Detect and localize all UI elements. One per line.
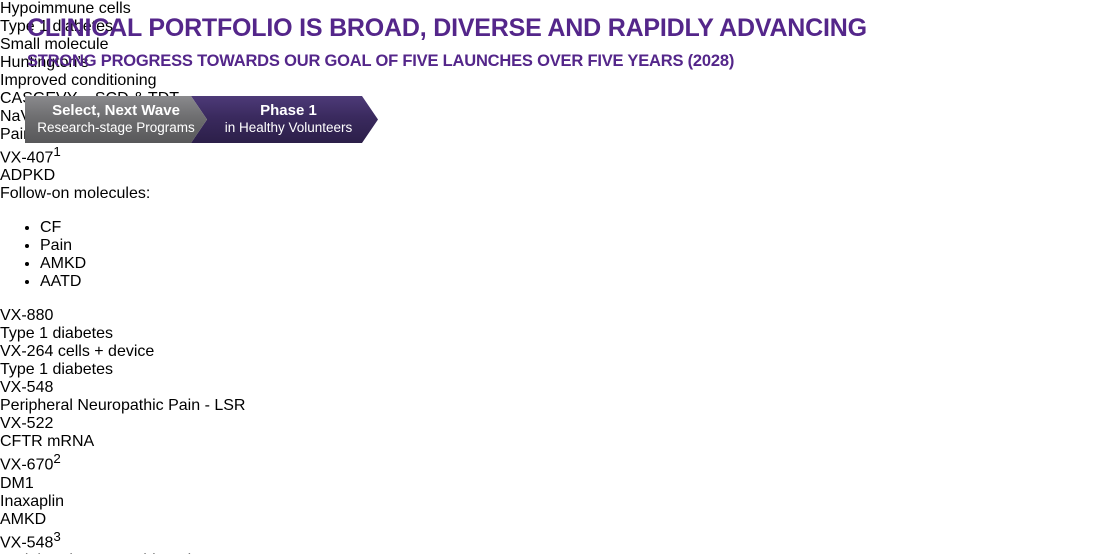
program-name: Follow-on molecules: [0, 185, 151, 203]
program-indication: DM1 [0, 474, 34, 492]
stage-label: Pivotal [583, 101, 633, 119]
program-card: Hypoimmune cells Type 1 diabetes [0, 0, 1116, 36]
program-card: Follow-on molecules: CF Pain AMKD AATD [0, 185, 1116, 291]
program-indication: Pain [0, 126, 33, 143]
stage-sublabel: Completed or Underway [654, 120, 801, 136]
program-name: Improved conditioning [0, 72, 157, 89]
stage-arrow-approved: Approved [799, 96, 877, 143]
stage-label: Phase 1 [260, 101, 317, 119]
stage-sublabel: in Healthy Volunteers [224, 120, 353, 136]
program-name: VX-264 cells + device [0, 343, 155, 361]
stage-arrow-regulatory: Regulatory Submissions Completed or Unde… [632, 96, 816, 143]
program-indication: ADPKD [0, 167, 56, 185]
program-name: VX-548 [0, 533, 54, 551]
program-card: VX-5483 Peripheral Neuropathic Pain - DP… [0, 529, 1116, 554]
stage-arrow-phase-1: Phase 1 in Healthy Volunteers [191, 96, 378, 143]
stage-arrow-phase-1-2: Phase (1)/2 in Patients [362, 96, 576, 143]
program-name: Hypoimmune cells [0, 0, 131, 17]
stage-label: Approved [807, 110, 878, 128]
stage-sublabel: Research-stage Programs [37, 120, 195, 136]
program-indication: Huntington’s [0, 54, 89, 71]
program-card: Inaxaplin AMKD [0, 493, 1116, 529]
stage-sublabel: in Patients [441, 120, 505, 136]
column-phase-1: Follow-on molecules: CF Pain AMKD AATD [0, 185, 1116, 291]
program-indication: Type 1 diabetes [0, 325, 113, 343]
column-phase-1-2: VX-880 Type 1 diabetes VX-264 cells + de… [0, 307, 1116, 492]
molecule-item: Pain [40, 237, 1116, 255]
program-indication: Peripheral Neuropathic Pain - DPN [0, 552, 1116, 554]
stage-label: Phase (1)/2 [433, 101, 513, 119]
program-indication: Type 1 diabetes [0, 361, 113, 379]
footnote-marker: 1 [53, 144, 61, 159]
stage-label: Select, Next Wave [52, 101, 180, 119]
molecule-item: AATD [40, 273, 1116, 291]
program-card: VX-880 Type 1 diabetes [0, 307, 1116, 343]
program-indication: Peripheral Neuropathic Pain - LSR [0, 397, 246, 415]
page-title: CLINICAL PORTFOLIO IS BROAD, DIVERSE AND… [27, 14, 867, 42]
stage-arrow-select-next-wave: Select, Next Wave Research-stage Program… [25, 96, 207, 143]
program-card: VX-6702 DM1 [0, 451, 1116, 492]
program-card: VX-522 CFTR mRNA [0, 415, 1116, 451]
stage-arrow-pivotal: Pivotal Development [560, 96, 648, 143]
program-card: VX-264 cells + device Type 1 diabetes [0, 343, 1116, 379]
program-indication: AMKD [0, 510, 47, 528]
footnote-marker: 3 [53, 528, 61, 544]
program-indication: Type 1 diabetes [0, 18, 113, 35]
program-card: Small molecule Huntington’s [0, 36, 1116, 72]
footnote-marker: 2 [53, 451, 61, 467]
stage-label: Regulatory Submissions [639, 101, 816, 119]
column-pivotal: Inaxaplin AMKD VX-5483 Peripheral Neurop… [0, 493, 1116, 554]
program-indication: CFTR mRNA [0, 433, 95, 451]
program-card: VX-4071 ADPKD [0, 144, 1116, 185]
stage-sublabel: Development [568, 120, 648, 136]
molecule-item: AMKD [40, 255, 1116, 273]
program-card: VX-548 Peripheral Neuropathic Pain - LSR [0, 379, 1116, 415]
program-name: Small molecule [0, 36, 109, 53]
program-name: VX-670 [0, 456, 54, 474]
program-name: VX-522 [0, 415, 54, 433]
page-subtitle: STRONG PROGRESS TOWARDS OUR GOAL OF FIVE… [27, 52, 735, 70]
pipeline-stage-band: Select, Next Wave Research-stage Program… [25, 96, 877, 143]
program-name: Inaxaplin [0, 492, 65, 510]
molecule-list: CF Pain AMKD AATD [0, 219, 1116, 291]
molecule-item: CF [40, 219, 1116, 237]
program-name: VX-407 [0, 149, 54, 167]
program-name: VX-548 [0, 379, 54, 397]
program-name: VX-880 [0, 307, 54, 325]
